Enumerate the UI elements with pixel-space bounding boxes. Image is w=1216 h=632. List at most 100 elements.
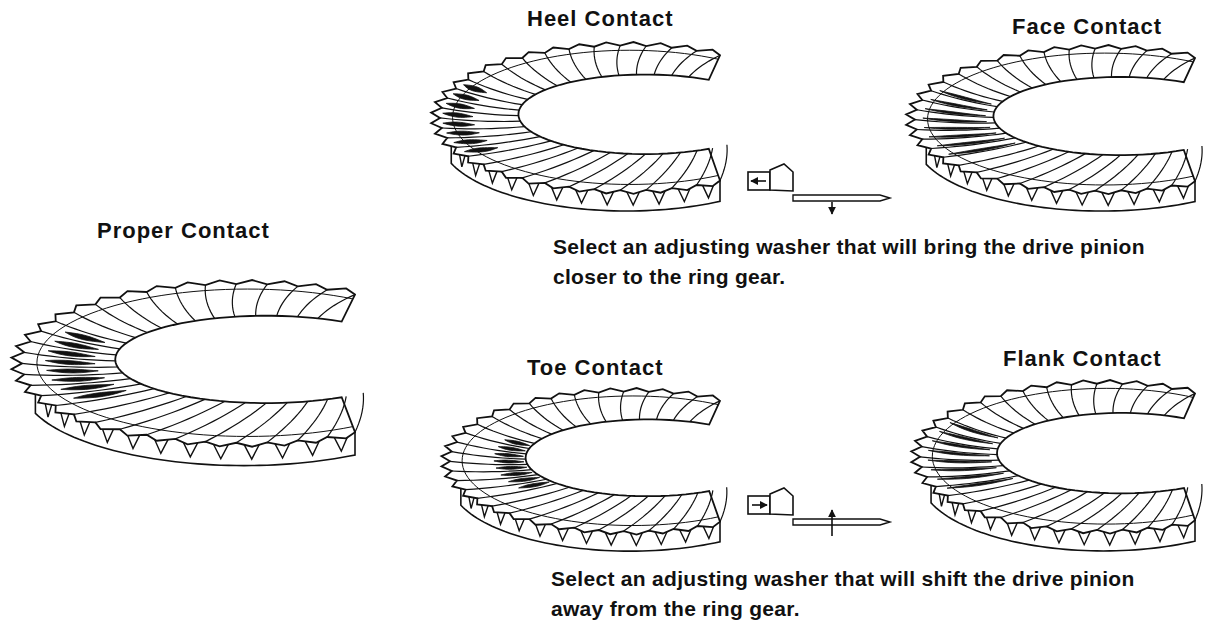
contact-pattern — [65, 332, 105, 342]
tooth-line — [654, 48, 672, 75]
tooth-line — [997, 152, 1068, 179]
tooth-line — [1044, 155, 1103, 187]
tooth-line — [1069, 155, 1120, 189]
gear-face — [11, 280, 355, 447]
tooth-line — [1147, 54, 1172, 78]
contact-pattern — [501, 472, 532, 475]
tooth-line — [674, 493, 698, 529]
tooth-line — [963, 484, 1042, 504]
contact-pattern — [494, 460, 524, 463]
tooth-line — [95, 304, 147, 332]
root-line — [37, 289, 353, 436]
figure-title: Heel Contact — [527, 4, 673, 34]
contact-pattern — [52, 377, 105, 381]
tooth-line — [355, 393, 363, 432]
tooth-line — [672, 151, 697, 188]
tooth-line — [1047, 493, 1105, 526]
tooth-line — [56, 321, 126, 343]
tooth-line — [442, 127, 525, 129]
tooth-line — [95, 396, 186, 422]
tooth-line — [720, 487, 727, 522]
instruction-note: Select an adjusting washer that will bri… — [553, 232, 1153, 292]
tooth-line — [697, 490, 712, 526]
tooth-line — [510, 409, 552, 434]
tooth-line — [298, 399, 328, 440]
tooth-line — [1023, 391, 1048, 421]
contact-pattern — [495, 453, 524, 456]
contact-pattern — [947, 478, 1013, 488]
tooth-line — [1129, 51, 1147, 77]
ring-gear-axis — [793, 195, 890, 201]
tooth-line — [545, 53, 571, 82]
tooth-line — [1195, 146, 1202, 181]
tooth-line — [617, 46, 620, 76]
contact-pattern — [48, 351, 95, 357]
tooth-line — [922, 466, 1003, 468]
tooth-line — [1195, 484, 1202, 520]
contact-pattern — [47, 369, 99, 373]
tooth-line — [1111, 49, 1121, 77]
tooth-line — [624, 496, 665, 531]
pinion-shaft — [748, 496, 770, 514]
root-line — [462, 396, 718, 526]
tooth-line — [639, 392, 648, 420]
contact-pattern — [443, 113, 473, 118]
tooth-line — [672, 51, 697, 76]
tooth-line — [205, 403, 266, 442]
tooth-line — [1113, 384, 1123, 413]
contact-pattern — [928, 460, 992, 463]
root-line — [932, 388, 1193, 524]
tooth-line — [477, 483, 557, 498]
contact-pattern — [924, 127, 990, 129]
tooth-line — [657, 394, 674, 420]
tooth-line — [1092, 49, 1095, 78]
tooth-line — [981, 487, 1056, 511]
tooth-line — [1071, 493, 1121, 528]
tooth-line — [720, 145, 727, 181]
figure-title: Face Contact — [1012, 12, 1162, 42]
tooth-line — [236, 403, 287, 443]
contact-pattern — [45, 360, 95, 364]
tooth-line — [1020, 154, 1086, 184]
contact-pattern — [932, 441, 990, 450]
contact-pattern — [949, 143, 1016, 154]
ring-gear-axis — [793, 519, 890, 525]
tooth-line — [147, 292, 178, 324]
tooth-line — [1148, 389, 1172, 414]
tooth-line — [977, 67, 1021, 92]
ring-gear — [906, 45, 1202, 211]
tooth-line — [636, 46, 646, 75]
tooth-line — [522, 151, 593, 178]
gear-face — [441, 388, 720, 535]
tooth-line — [256, 284, 268, 315]
contact-pattern — [931, 468, 996, 471]
shift-arrow — [751, 180, 766, 182]
tooth-line — [502, 64, 546, 90]
ring-gear — [11, 280, 363, 466]
ring-shift-arrow — [831, 202, 833, 214]
tooth-line — [917, 128, 1000, 130]
tooth-line — [452, 470, 532, 472]
tooth-line — [690, 401, 720, 422]
tooth-line — [1001, 490, 1071, 518]
tooth-line — [510, 490, 584, 513]
tooth-line — [620, 154, 663, 191]
tooth-line — [1023, 492, 1087, 523]
pinion-cone — [770, 164, 793, 191]
contact-pattern — [453, 94, 479, 101]
contact-pattern — [498, 447, 525, 451]
contact-pattern — [925, 109, 986, 116]
contact-pattern — [55, 341, 99, 349]
tooth-line — [673, 397, 697, 421]
ring-shift-arrow — [831, 510, 833, 536]
contact-pattern — [443, 122, 475, 126]
tooth-line — [943, 82, 1002, 101]
tooth-line — [569, 154, 628, 187]
tooth-line — [621, 392, 624, 421]
shift-arrow — [752, 504, 767, 506]
tooth-line — [574, 496, 631, 528]
gear-face — [906, 45, 1195, 194]
tooth-line — [689, 55, 720, 77]
tooth-line — [277, 286, 298, 316]
root-line — [928, 53, 1194, 185]
